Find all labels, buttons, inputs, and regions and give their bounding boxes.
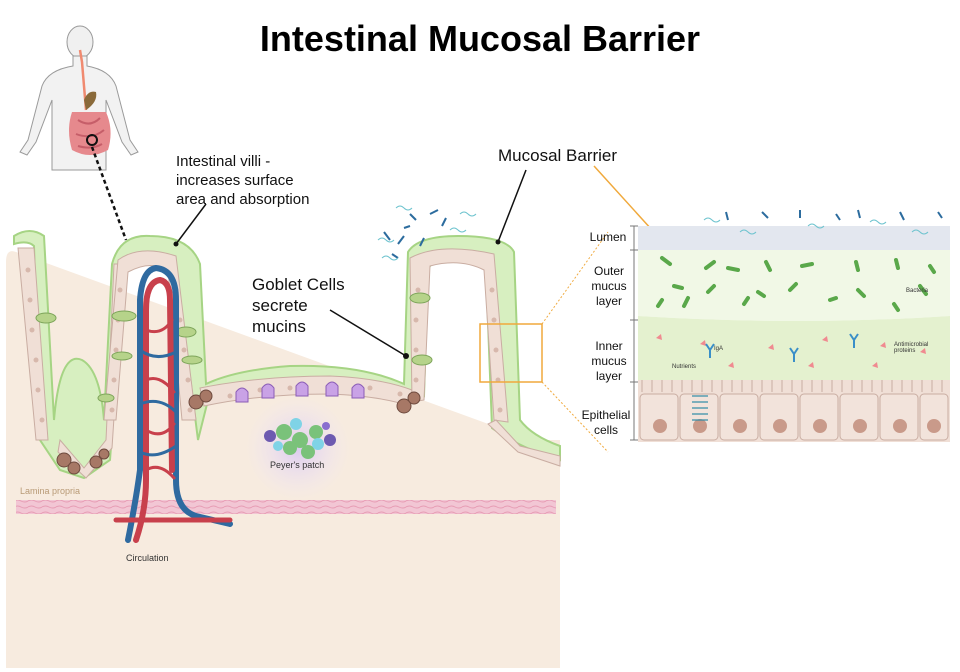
villi-label: Intestinal villi - increases surface are… <box>176 152 346 209</box>
lumen-label: Lumen <box>589 230 627 244</box>
bacteria-annotation: Bacteria <box>906 288 929 294</box>
human-body-illustration <box>19 25 139 171</box>
peyers-patch <box>246 396 350 500</box>
villi-label-line-2: increases surface <box>176 172 294 189</box>
outer-mucus-line-3: layer <box>595 294 622 308</box>
lamina-propria-label: Lamina propria <box>20 486 81 496</box>
goblet-label-line-1: Goblet Cells <box>252 275 345 294</box>
epithelial-cells-label: Epithelial cells <box>574 408 638 438</box>
m-cells <box>235 381 365 403</box>
goblet-label-line-3: mucins <box>252 317 306 336</box>
peyers-patch-label: Peyer's patch <box>270 460 325 470</box>
villi-label-line-1: Intestinal villi - <box>176 153 271 170</box>
goblet-cells <box>35 292 433 403</box>
page-title: Intestinal Mucosal Barrier <box>259 18 701 59</box>
mucosal-pointer <box>497 169 527 243</box>
outer-mucus-label: Outer mucus layer <box>580 264 638 309</box>
inner-mucus-line-1: Inner <box>595 339 623 353</box>
zoom-pointer-line <box>90 146 128 241</box>
outer-mucus-line-1: Outer <box>593 264 624 278</box>
epithelial-line-1: Epithelial <box>581 408 631 422</box>
outer-mucus-line-2: mucus <box>591 279 627 293</box>
layer-brackets <box>630 225 638 441</box>
villi-pointer <box>175 203 207 245</box>
blood-vessels <box>113 264 233 543</box>
iga-annotation: IgA <box>714 346 724 352</box>
goblet-pointer <box>329 309 407 357</box>
mucosal-barrier-label: Mucosal Barrier <box>498 146 618 165</box>
antimicrobial-annotation: Antimicrobial proteins <box>894 342 928 354</box>
crypt-cells <box>56 389 421 475</box>
villi-label-line-3: area and absorption <box>176 191 310 208</box>
antimicrobial-line-2: proteins <box>894 348 916 354</box>
nutrients-annotation: Nutrients <box>672 364 697 370</box>
antimicrobial-line-1: Antimicrobial <box>894 342 929 348</box>
bacteria-cluster <box>383 209 447 259</box>
goblet-cells-label: Goblet Cells secrete mucins <box>252 274 345 337</box>
muscle-layer <box>16 500 556 514</box>
inner-mucus-line-2: mucus <box>591 354 627 368</box>
inner-mucus-label: Inner mucus layer <box>580 339 638 384</box>
zoom-box <box>479 323 543 383</box>
mucosal-inset <box>638 209 950 442</box>
bacteria-cluster-teal <box>377 205 477 261</box>
inner-mucus-line-3: layer <box>595 369 622 383</box>
circulation-label: Circulation <box>126 553 169 563</box>
epithelial-line-2: cells <box>593 423 618 437</box>
goblet-label-line-2: secrete <box>252 296 308 315</box>
